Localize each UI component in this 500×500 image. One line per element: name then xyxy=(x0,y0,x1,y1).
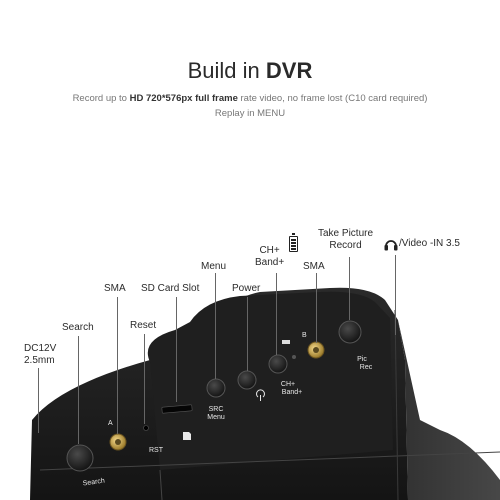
sd-card-slot[interactable] xyxy=(161,404,193,414)
menu-leader xyxy=(215,273,216,379)
sd-slot-leader xyxy=(176,297,177,402)
label-sma-right: SMA xyxy=(303,261,325,272)
reset-leader xyxy=(144,334,145,424)
src-menu-button[interactable] xyxy=(206,378,226,398)
reset-hole[interactable] xyxy=(143,425,149,431)
dc12v-leader xyxy=(38,368,39,433)
sma-right-leader xyxy=(316,273,317,343)
sma-a-connector[interactable] xyxy=(109,433,127,451)
power-leader xyxy=(247,297,248,371)
sma-b-connector[interactable] xyxy=(307,341,325,359)
battery-icon xyxy=(289,233,298,252)
pic-leader xyxy=(349,257,350,320)
label-search: Search xyxy=(62,322,94,333)
label-power: Power xyxy=(232,283,261,294)
search-leader xyxy=(78,336,79,444)
subtitle-line-2: Replay in MENU xyxy=(214,108,286,119)
video-in-leader xyxy=(395,255,396,335)
label-reset: Reset xyxy=(130,320,157,331)
label-sma-left: SMA xyxy=(104,283,126,294)
label-ch-band: CH+Band+ xyxy=(255,245,285,268)
ch-band-button[interactable] xyxy=(268,354,288,374)
power-button[interactable] xyxy=(237,370,257,390)
label-sd-slot: SD Card Slot xyxy=(141,283,200,294)
chband-leader xyxy=(276,273,277,355)
search-button[interactable] xyxy=(66,444,94,472)
label-video-in: /Video -IN 3.5 xyxy=(399,238,460,249)
subtitle-line-1: Record up to HD 720*576px full frame rat… xyxy=(72,93,428,104)
headphones-icon xyxy=(384,240,398,251)
sma-left-leader xyxy=(117,297,118,434)
page-title: Build in DVR xyxy=(187,58,313,83)
label-menu: Menu xyxy=(201,261,227,272)
pic-rec-button[interactable] xyxy=(338,320,362,344)
